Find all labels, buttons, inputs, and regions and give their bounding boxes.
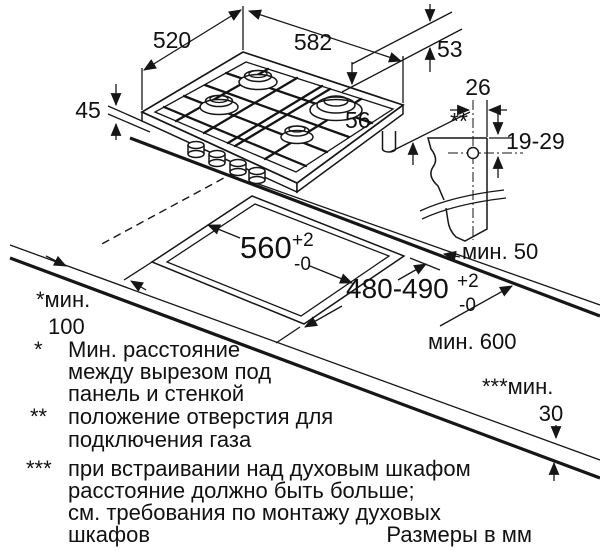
break-line-1 bbox=[419, 189, 505, 212]
footnote-1-line-3: панель и стенкой bbox=[68, 381, 244, 406]
label-clearance-side-value: 100 bbox=[48, 314, 85, 339]
break-line-2 bbox=[421, 197, 507, 220]
dim-line-480-a bbox=[397, 263, 427, 281]
footnote-3-line-3: см. требования по монтажу духовых bbox=[68, 500, 441, 525]
label-clearance-rear: мин. 50 bbox=[462, 239, 538, 264]
dim-arrow-min100-left bbox=[45, 255, 67, 267]
footnote-marker-1: * bbox=[34, 337, 43, 362]
dim-arrow-min50 bbox=[442, 250, 461, 262]
label-cutout-depth-tol-minus: -0 bbox=[459, 295, 476, 316]
dim-line-560-a bbox=[206, 224, 241, 239]
dim-arrow-min600 bbox=[439, 285, 513, 327]
label-profile-bottom: 56 bbox=[345, 107, 371, 133]
label-profile-top: 53 bbox=[437, 36, 463, 62]
label-gas-marker: ** bbox=[450, 108, 468, 134]
worktop-rear-edge-thick bbox=[129, 136, 600, 318]
control-knobs bbox=[187, 140, 266, 185]
hob-foot bbox=[381, 131, 397, 153]
label-clearance-side-prefix: *мин. bbox=[36, 287, 90, 312]
dim-line-582 bbox=[247, 9, 403, 63]
label-hob-width: 582 bbox=[294, 29, 332, 55]
label-clearance-below-value: 30 bbox=[539, 401, 563, 426]
knob bbox=[229, 158, 247, 177]
footnote-3-line-1: при встраивании над духовым шкафом bbox=[68, 456, 471, 481]
label-gas-height-range: 19-29 bbox=[506, 128, 565, 154]
cutout-inner-edge bbox=[165, 203, 391, 317]
profile-outline-upper bbox=[427, 137, 487, 201]
footnote-marker-2: ** bbox=[30, 404, 48, 429]
dim-line-520 bbox=[143, 9, 242, 71]
dim-line-560-b bbox=[309, 265, 354, 284]
label-cutout-depth-tol-plus: +2 bbox=[457, 271, 479, 292]
knob bbox=[208, 149, 226, 168]
label-gas-offset: 26 bbox=[465, 74, 491, 100]
footnote-3-line-4: шкафов bbox=[68, 522, 150, 547]
footnote-2-line-2: подключения газа bbox=[68, 427, 252, 452]
knob bbox=[187, 140, 205, 159]
footnote-1-line-1: Мин. расстояние bbox=[68, 337, 240, 362]
worktop-front-edge-thin bbox=[9, 244, 600, 461]
worktop-front-edge-thick bbox=[9, 256, 600, 480]
dimensions bbox=[45, 4, 562, 481]
dimension-labels: 520 582 53 45 56 26 ** 19-29 мин. 50 560… bbox=[36, 27, 565, 426]
footnote-marker-3: *** bbox=[26, 456, 52, 481]
burner-left bbox=[199, 94, 239, 116]
burner-back bbox=[238, 69, 278, 91]
label-cutout-depth: 480-490 bbox=[346, 273, 449, 304]
burner-front bbox=[280, 125, 314, 145]
knob bbox=[248, 166, 266, 185]
label-cutout-width: 560 bbox=[240, 230, 292, 265]
footnote-1-line-2: между вырезом под bbox=[68, 359, 271, 384]
dim-line-480-b bbox=[304, 305, 343, 328]
units-note: Размеры в мм bbox=[386, 522, 532, 547]
dim-arrow-min100-right bbox=[130, 280, 147, 292]
label-clearance-front: мин. 600 bbox=[428, 329, 517, 354]
label-hob-height: 45 bbox=[75, 97, 101, 123]
label-clearance-below-prefix: ***мин. bbox=[482, 374, 553, 399]
footnote-3-line-2: расстояние должно быть больше; bbox=[68, 478, 415, 503]
gas-hole bbox=[466, 146, 480, 160]
label-hob-depth: 520 bbox=[153, 27, 191, 53]
footnote-2-line-1: положение отверстия для bbox=[68, 404, 333, 429]
label-cutout-width-tol-minus: -0 bbox=[294, 254, 311, 275]
footnotes: * Мин. расстояние между вырезом под пане… bbox=[26, 337, 532, 547]
label-cutout-width-tol-plus: +2 bbox=[292, 230, 314, 251]
burner-wok bbox=[309, 95, 363, 122]
gas-connection-detail bbox=[419, 100, 523, 242]
profile-outline-lower bbox=[445, 138, 488, 242]
worktop-rear-edge-thin bbox=[249, 180, 600, 306]
